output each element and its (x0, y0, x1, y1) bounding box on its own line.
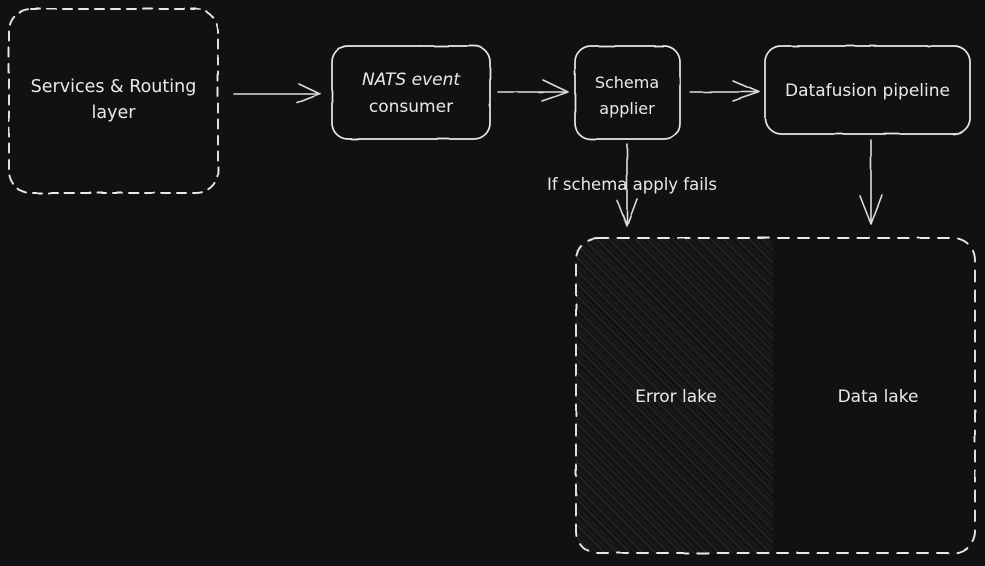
node-schema-applier[interactable]: Schema applier (574, 45, 681, 140)
lake-container-outline (575, 237, 976, 554)
region-error-lake[interactable]: Error lake (635, 387, 717, 407)
edge-services-to-nats (233, 83, 321, 104)
edge-schema-to-error-lake (616, 143, 638, 227)
node-datafusion-pipeline[interactable]: Datafusion pipeline (764, 45, 971, 135)
region-data-lake-label: Data lake (838, 387, 919, 407)
node-nats-event-consumer[interactable]: NATS event consumer (331, 45, 491, 140)
node-datafusion-pipeline-label: Datafusion pipeline (785, 81, 950, 101)
edge-schema-to-datafusion (689, 80, 760, 102)
edge-datafusion-to-data-lake-arrowhead (859, 194, 883, 225)
region-data-lake[interactable]: Data lake (838, 387, 919, 407)
node-schema-applier-label-line2: applier (599, 99, 655, 118)
edge-condition-label: If schema apply fails (547, 175, 717, 194)
edge-nats-to-schema-arrowhead (541, 79, 569, 102)
node-schema-applier-label-line1: Schema (595, 73, 659, 92)
data-lake-fill (773, 238, 975, 553)
node-nats-event-consumer-outline (331, 45, 491, 140)
node-services-routing-layer-label-line1: Services & Routing (31, 77, 197, 97)
edge-schema-to-error-lake-arrowhead (616, 198, 638, 227)
edge-schema-to-datafusion-arrowhead (732, 80, 760, 102)
region-error-lake-label: Error lake (635, 387, 717, 407)
lake-container[interactable] (575, 237, 976, 554)
node-services-routing-layer[interactable]: Services & Routing layer (8, 8, 219, 194)
error-lake-hatch-fill (576, 238, 773, 553)
node-nats-event-consumer-label-line1: NATS event (362, 70, 461, 90)
node-nats-event-consumer-label-line2: consumer (369, 97, 453, 117)
node-schema-applier-outline (574, 45, 681, 140)
node-services-routing-layer-label-line2: layer (92, 103, 137, 123)
edge-nats-to-schema (497, 79, 569, 102)
node-datafusion-pipeline-outline (764, 45, 971, 135)
node-services-routing-layer-outline (8, 8, 219, 194)
edge-datafusion-to-data-lake (859, 139, 883, 225)
edge-services-to-nats-arrowhead (296, 83, 321, 104)
